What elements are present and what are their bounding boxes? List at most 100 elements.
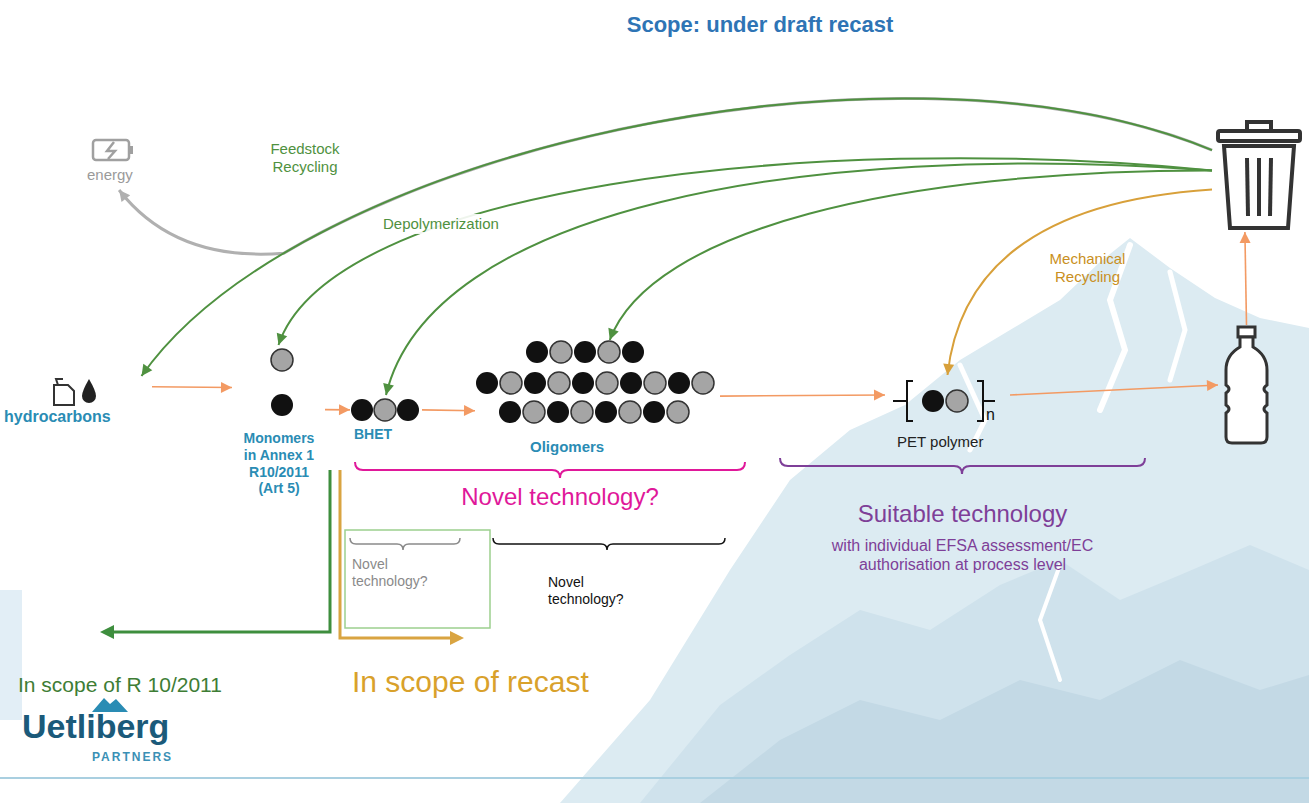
path-shape	[907, 381, 913, 421]
circle-shape	[397, 399, 419, 421]
mid-mountain	[640, 545, 1309, 803]
arrow-head	[142, 364, 153, 376]
line-shape	[1247, 158, 1248, 216]
arrow-head	[874, 390, 885, 401]
energy-icon: energy	[85, 136, 147, 190]
annotation-label: Suitable technology	[790, 500, 1135, 529]
arrow-head	[1207, 380, 1218, 391]
bottom-rule	[0, 777, 1309, 779]
scope-arrow-gold	[340, 470, 452, 638]
arrow-head	[383, 383, 394, 395]
arrow-head	[339, 404, 350, 415]
oligomer-unit	[547, 401, 569, 423]
side-panel	[0, 590, 22, 720]
scope-arrowhead-green	[100, 625, 114, 639]
arrow-head	[464, 405, 475, 416]
connector-label: Depolymerization	[380, 214, 502, 234]
oligomer-unit	[598, 341, 620, 363]
connector-line	[1245, 232, 1247, 325]
annotation-label: Novel technology?	[352, 556, 442, 590]
oligomer-unit	[622, 341, 644, 363]
connector-line	[1010, 385, 1218, 395]
connector-label: Feedstock Recycling	[250, 140, 360, 176]
node-label: Monomers in Annex 1 R10/2011 (Art 5)	[239, 430, 319, 497]
node-label: Oligomers	[530, 438, 604, 456]
hydrocarbons-source: hydrocarbons	[2, 376, 152, 430]
annotation-label: PARTNERS	[92, 750, 173, 764]
pet-polymer: nPET polymer	[885, 375, 1010, 455]
bottle-icon-drawing	[1218, 325, 1275, 445]
oligomer-unit	[619, 401, 641, 423]
oligomer-unit	[596, 372, 618, 394]
path-shape	[1224, 146, 1294, 228]
brace-black	[493, 538, 725, 550]
flow-connector	[1010, 380, 1218, 395]
oligomer-unit	[548, 372, 570, 394]
brace-purple	[780, 458, 1145, 474]
oligomer-unit	[644, 372, 666, 394]
arrow-head	[943, 363, 954, 375]
arrow-head	[221, 382, 232, 393]
path-shape	[977, 381, 983, 421]
oligomers-stage: Oligomers	[475, 340, 720, 462]
path-shape	[56, 379, 63, 385]
connector-line	[610, 170, 1212, 340]
connector-label: Mechanical Recycling	[1040, 250, 1135, 286]
circle-shape	[946, 390, 968, 412]
back-mountain	[560, 238, 1309, 803]
arrow-head	[277, 333, 287, 345]
oligomer-unit	[643, 401, 665, 423]
bottle-icon	[1218, 325, 1275, 445]
scope-arrowhead-gold	[450, 631, 464, 645]
repeat-subscript: n	[986, 405, 995, 424]
annotation-label: Novel technology?	[548, 574, 638, 608]
snow-streak	[1040, 565, 1060, 680]
oligomer-unit	[500, 372, 522, 394]
oligomer-unit	[668, 372, 690, 394]
connector-line	[386, 164, 1212, 395]
circle-shape	[922, 390, 944, 412]
brace-grey	[350, 538, 460, 550]
flow-connector	[325, 404, 350, 415]
oligomer-unit	[526, 341, 548, 363]
node-label: BHET	[354, 426, 392, 443]
circle-shape	[271, 394, 293, 416]
oligomer-unit	[692, 372, 714, 394]
connector-line	[152, 386, 232, 388]
circle-shape	[271, 349, 293, 371]
circle-shape	[374, 399, 396, 421]
oligomer-unit	[476, 372, 498, 394]
oligomer-unit	[523, 401, 545, 423]
connector-line	[948, 189, 1213, 375]
flow-connector	[142, 98, 1213, 376]
node-label: hydrocarbons	[4, 407, 111, 426]
arrow-head	[1240, 232, 1251, 243]
connector-line	[279, 158, 1213, 345]
rect-shape	[1218, 131, 1300, 141]
flow-connector	[943, 189, 1212, 375]
novel-box-outline	[345, 530, 490, 628]
annotation-label: with individual EFSA assessment/EC autho…	[800, 536, 1125, 574]
path-shape	[82, 379, 96, 403]
line-shape	[1257, 158, 1261, 216]
oligomer-unit	[499, 401, 521, 423]
monomers-stage: Monomers in Annex 1 R10/2011 (Art 5)	[232, 345, 325, 515]
oligomer-unit	[595, 401, 617, 423]
oligomer-unit	[550, 341, 572, 363]
oligomer-unit	[620, 372, 642, 394]
annotation-label: In scope of R 10/2011	[18, 672, 222, 697]
flow-connector	[383, 164, 1212, 395]
circle-shape	[351, 399, 373, 421]
node-label: energy	[87, 166, 133, 184]
snow-streak	[1170, 272, 1185, 380]
line-shape	[983, 400, 995, 402]
flow-connector	[720, 390, 885, 401]
path-shape	[54, 385, 74, 405]
oligomer-unit	[571, 401, 593, 423]
node-label: PET polymer	[897, 433, 983, 451]
polyline-shape	[107, 142, 115, 159]
flow-connector	[422, 405, 475, 416]
arrow-head	[608, 328, 618, 340]
diagram-title: Scope: under draft recast	[560, 12, 960, 38]
